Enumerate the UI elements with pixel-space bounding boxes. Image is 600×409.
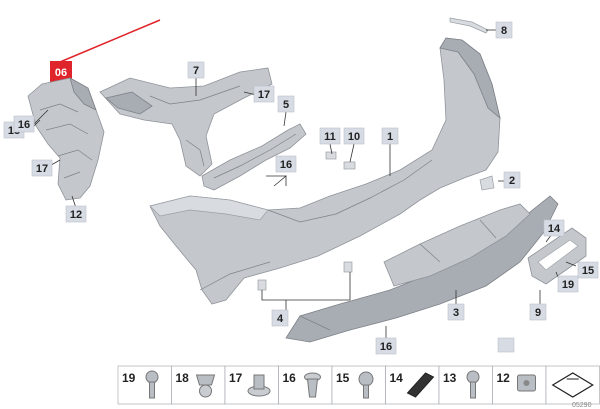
parts-tray-number: 13 bbox=[443, 371, 457, 385]
sheet-icon bbox=[551, 372, 594, 398]
callout-15-label: 15 bbox=[582, 265, 594, 277]
callout-4[interactable]: 4 bbox=[271, 309, 289, 327]
callout-5-label: 5 bbox=[283, 99, 289, 111]
parts-tray-item[interactable]: 17 bbox=[224, 365, 279, 405]
parts-tray-number: 18 bbox=[176, 371, 190, 385]
clip-nut-icon bbox=[195, 374, 216, 398]
callout-17-upper[interactable]: 17 bbox=[253, 85, 275, 103]
callout-2-label: 2 bbox=[509, 175, 515, 187]
parts-tray-item[interactable]: 15 bbox=[331, 365, 386, 405]
screw-icon bbox=[145, 370, 159, 399]
leader-lines bbox=[29, 29, 577, 338]
callout-19-label: 19 bbox=[562, 279, 574, 291]
blank-callout-1 bbox=[497, 337, 515, 353]
callout-8-label: 8 bbox=[501, 25, 507, 37]
clip-part-11 bbox=[325, 151, 337, 160]
callout-16-bracket[interactable]: 16 bbox=[13, 115, 35, 133]
callout-7-label: 7 bbox=[193, 65, 199, 77]
callout-5[interactable]: 5 bbox=[277, 95, 295, 113]
left-bumper-bracket bbox=[27, 77, 105, 201]
grommet-icon bbox=[517, 374, 536, 392]
clip-part-10 bbox=[343, 161, 356, 170]
callout-2[interactable]: 2 bbox=[503, 171, 521, 189]
callout-10[interactable]: 10 bbox=[343, 127, 365, 145]
parts-tray-item[interactable]: 14 bbox=[385, 365, 440, 405]
parts-tray-number: 12 bbox=[497, 371, 511, 385]
callout-14[interactable]: 14 bbox=[543, 219, 565, 237]
callout-15[interactable]: 15 bbox=[577, 261, 599, 279]
callout-12-label: 12 bbox=[70, 209, 82, 221]
parts-tray-cell bbox=[117, 365, 172, 405]
parts-tray-number: 17 bbox=[229, 371, 243, 385]
parts-tray-item[interactable]: 16 bbox=[278, 365, 333, 405]
callout-7[interactable]: 7 bbox=[187, 61, 205, 79]
parts-tray: 19 18 17 16 15 14 13 12 bbox=[117, 365, 600, 405]
callout-19[interactable]: 19 bbox=[557, 275, 579, 293]
parts-tray-number: 14 bbox=[390, 371, 404, 385]
callout-3[interactable]: 3 bbox=[447, 303, 465, 321]
callout-17a-label: 17 bbox=[36, 163, 48, 175]
parts-tray-item[interactable] bbox=[545, 365, 600, 405]
parts-tray-cell bbox=[224, 365, 279, 405]
parts-tray-item[interactable]: 12 bbox=[492, 365, 547, 405]
screw-icon bbox=[466, 370, 480, 399]
callout-4-label: 4 bbox=[277, 313, 284, 325]
expanding-rivet-icon bbox=[304, 372, 321, 398]
callout-16b-label: 16 bbox=[280, 159, 292, 171]
callout-1-label: 1 bbox=[387, 131, 393, 143]
collar-nut-icon bbox=[247, 374, 271, 397]
callout-16c-label: 16 bbox=[380, 341, 392, 353]
parts-tray-number: 19 bbox=[122, 371, 136, 385]
parts-tray-number: 15 bbox=[336, 371, 350, 385]
callout-14-label: 14 bbox=[548, 223, 561, 235]
callout-11-label: 11 bbox=[324, 131, 336, 143]
parts-tray-number: 16 bbox=[283, 371, 297, 385]
figure-pointer-line bbox=[59, 19, 161, 63]
callout-17-bracket[interactable]: 17 bbox=[31, 159, 53, 177]
adhesive-pad-icon bbox=[406, 372, 435, 398]
guide-rail bbox=[201, 123, 307, 191]
clip-part-2 bbox=[479, 175, 495, 191]
reflector-frame bbox=[527, 227, 587, 285]
callout-11[interactable]: 11 bbox=[319, 127, 341, 145]
callout-8[interactable]: 8 bbox=[495, 21, 513, 39]
callout-9[interactable]: 9 bbox=[529, 303, 547, 321]
callout-16-rail[interactable]: 16 bbox=[275, 155, 297, 173]
callout-10-label: 10 bbox=[348, 131, 360, 143]
parts-tray-item[interactable]: 18 bbox=[171, 365, 226, 405]
parts-tray-cell bbox=[385, 365, 440, 405]
parts-tray-item[interactable]: 13 bbox=[438, 365, 493, 405]
clip-part-4b bbox=[343, 261, 353, 273]
callout-12[interactable]: 12 bbox=[65, 205, 87, 223]
trim-strip bbox=[449, 17, 489, 34]
clip-part-4a bbox=[257, 279, 267, 291]
rear-diffuser bbox=[285, 195, 559, 343]
callout-16-diffuser[interactable]: 16 bbox=[375, 337, 397, 355]
parts-tray-item[interactable]: 19 bbox=[117, 365, 172, 405]
callout-3-label: 3 bbox=[453, 307, 459, 319]
footer-id: 05290 bbox=[572, 402, 592, 409]
figure-tag[interactable]: 06 bbox=[50, 61, 72, 83]
rear-bumper-cover bbox=[149, 37, 501, 305]
callout-16a-label: 16 bbox=[18, 119, 30, 131]
torx-screw-icon bbox=[358, 371, 374, 399]
upper-mounting-bracket bbox=[99, 67, 273, 177]
callout-1[interactable]: 1 bbox=[381, 127, 399, 145]
parts-tray-cell bbox=[438, 365, 493, 405]
callout-17b-label: 17 bbox=[258, 89, 270, 101]
callout-9-label: 9 bbox=[535, 307, 541, 319]
figure-tag-label: 06 bbox=[55, 67, 67, 79]
